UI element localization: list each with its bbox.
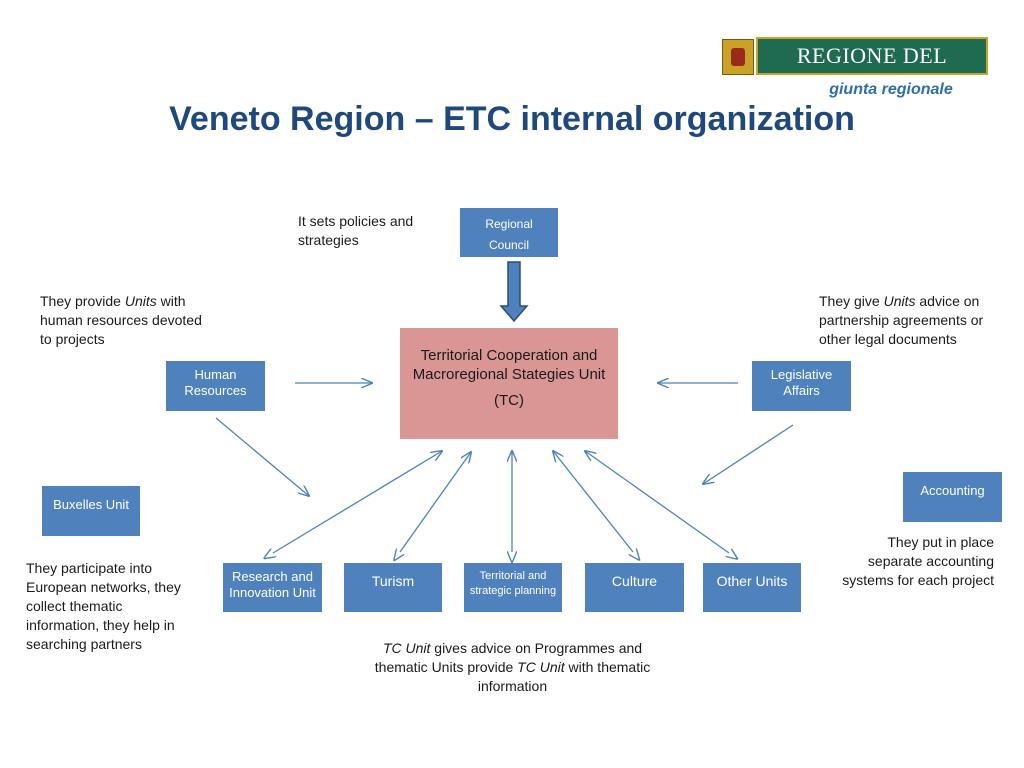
tc-unit-name: Territorial Cooperation and Macroregiona… bbox=[412, 347, 606, 383]
logo-banner: REGIONE DEL VENETO bbox=[756, 37, 988, 102]
turism-unit-box: Turism bbox=[344, 563, 442, 612]
legal-note: They give Units advice on partnership ag… bbox=[819, 293, 984, 347]
human-resources-box: Human Resources bbox=[166, 361, 265, 411]
buxelles-unit-box: Buxelles Unit bbox=[42, 486, 140, 536]
territorial-planning-unit-box: Territorial and strategic planning bbox=[464, 563, 562, 612]
hr-note: They provide Units with human resources … bbox=[40, 293, 202, 347]
page-title: Veneto Region – ETC internal organizatio… bbox=[169, 100, 855, 138]
council-note: It sets policies and strategies bbox=[298, 213, 414, 248]
research-innovation-unit-box: Research and Innovation Unit bbox=[223, 563, 322, 612]
brussels-note: They participate into European networks,… bbox=[26, 560, 181, 652]
accounting-box: Accounting bbox=[903, 472, 1002, 522]
bottom-note: TC Unit gives advice on Programmes and t… bbox=[374, 640, 651, 694]
tc-culture-arrow bbox=[553, 451, 633, 552]
council-to-tc-arrow bbox=[499, 261, 529, 323]
hr-to-units-arrow bbox=[215, 417, 309, 496]
tc-turism-arrow bbox=[400, 452, 471, 552]
legislative-affairs-box: Legislative Affairs bbox=[752, 361, 851, 411]
culture-unit-box: Culture bbox=[585, 563, 684, 612]
lion-shield-icon bbox=[722, 39, 754, 75]
regione-veneto-logo: REGIONE DEL VENETO giunta regionale bbox=[722, 37, 988, 103]
accounting-note: They put in place separate accounting sy… bbox=[842, 534, 994, 588]
tc-research-arrow bbox=[273, 451, 442, 553]
other-units-box: Other Units bbox=[703, 563, 801, 612]
tc-unit-abbrev: (TC) bbox=[494, 392, 524, 409]
tc-other-arrow bbox=[585, 451, 729, 553]
regional-council-box: Regional Council bbox=[460, 208, 558, 257]
legal-to-units-arrow bbox=[703, 424, 794, 484]
logo-subtitle: giunta regionale bbox=[829, 81, 953, 98]
tc-unit-box: Territorial Cooperation and Macroregiona… bbox=[400, 328, 618, 439]
